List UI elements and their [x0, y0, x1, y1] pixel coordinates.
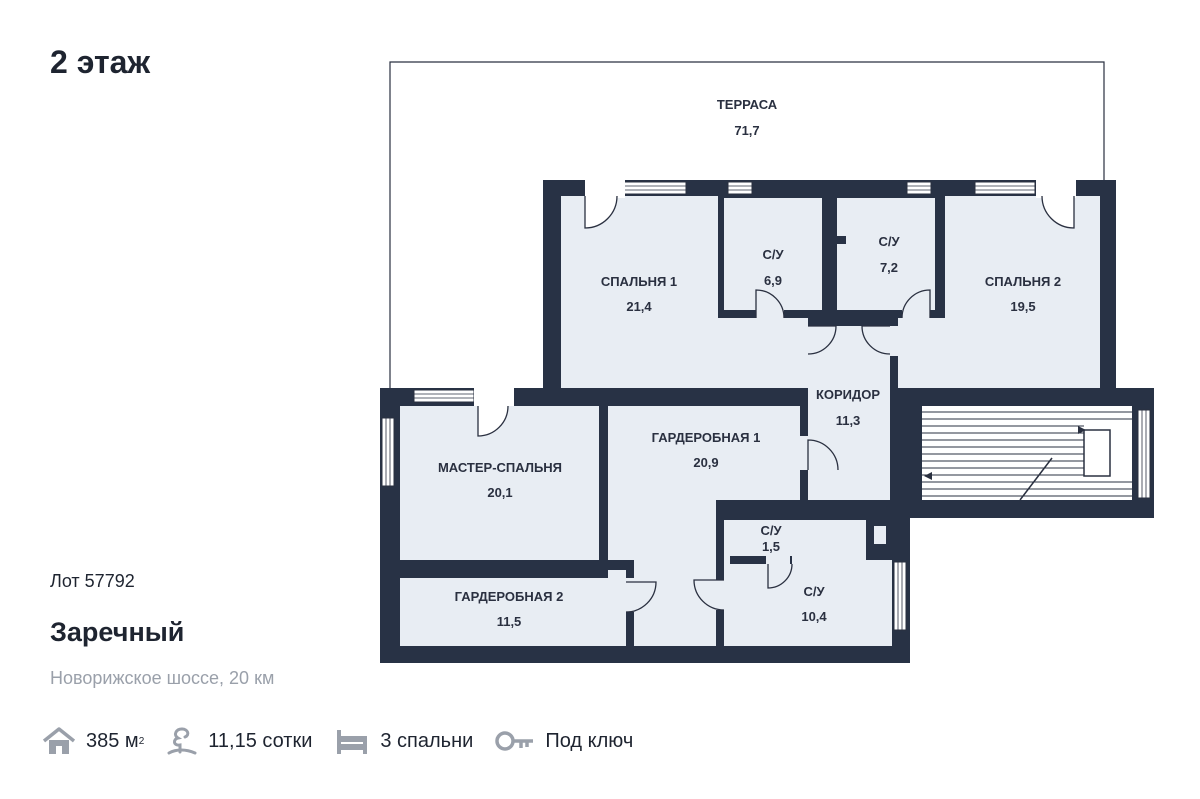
- bed-icon: [337, 730, 368, 754]
- wc4-name: С/У: [803, 584, 825, 599]
- stat-land-value: 11,15 сотки: [208, 729, 313, 752]
- bedroom1-area: 21,4: [626, 299, 652, 314]
- stat-finish-value: Под ключ: [545, 729, 634, 752]
- wardrobe1-area: 20,9: [693, 455, 718, 470]
- land-plot-icon: [167, 727, 197, 755]
- stat-area-value: 385 м: [86, 729, 139, 752]
- wc1-area: 6,9: [764, 273, 782, 288]
- wardrobe2-name: ГАРДЕРОБНАЯ 2: [455, 589, 564, 604]
- corridor-name: КОРИДОР: [816, 387, 880, 402]
- floor-title: 2 этаж: [50, 44, 151, 80]
- wc2-area: 7,2: [880, 260, 898, 275]
- stat-finish: Под ключ: [495, 728, 633, 754]
- terrace-area: 71,7: [734, 123, 759, 138]
- bedroom2-area: 19,5: [1010, 299, 1035, 314]
- stat-area-unit-sup: 2: [138, 735, 145, 747]
- interior-walls: [398, 236, 906, 646]
- wc2-name: С/У: [878, 234, 900, 249]
- staircase: [922, 406, 1132, 501]
- wardrobe1-name: ГАРДЕРОБНАЯ 1: [652, 430, 761, 445]
- shaft-inset: [874, 526, 886, 544]
- terrace-outline: [389, 61, 1105, 388]
- wc3-name: С/У: [760, 523, 782, 538]
- stat-bedrooms: 3 спальни: [334, 726, 473, 756]
- key-icon: [495, 731, 534, 751]
- wc4-area: 10,4: [801, 609, 827, 624]
- stat-land: 11,15 сотки: [166, 725, 312, 757]
- wc3-area: 1,5: [762, 539, 780, 554]
- bedroom1-name: СПАЛЬНЯ 1: [601, 274, 677, 289]
- windows: [381, 181, 1151, 631]
- master-bedroom-area: 20,1: [487, 485, 512, 500]
- corridor-area: 11,3: [836, 413, 861, 428]
- wardrobe2-area: 11,5: [497, 614, 522, 629]
- doors: [474, 180, 1076, 613]
- house-icon: [42, 727, 76, 754]
- terrace-name: ТЕРРАСА: [717, 97, 778, 112]
- stat-bedrooms-value: 3 спальни: [380, 729, 474, 752]
- room-labels: ТЕРРАСА 71,7 СПАЛЬНЯ 1 21,4 С/У 6,9 С/У …: [438, 97, 1061, 629]
- road-distance: Новорижское шоссе, 20 км: [50, 668, 275, 688]
- wc1-name: С/У: [762, 247, 784, 262]
- bedroom2-name: СПАЛЬНЯ 2: [985, 274, 1061, 289]
- lot-number: Лот 57792: [50, 571, 135, 591]
- village-name: Заречный: [50, 617, 185, 647]
- master-bedroom-name: МАСТЕР-СПАЛЬНЯ: [438, 460, 562, 475]
